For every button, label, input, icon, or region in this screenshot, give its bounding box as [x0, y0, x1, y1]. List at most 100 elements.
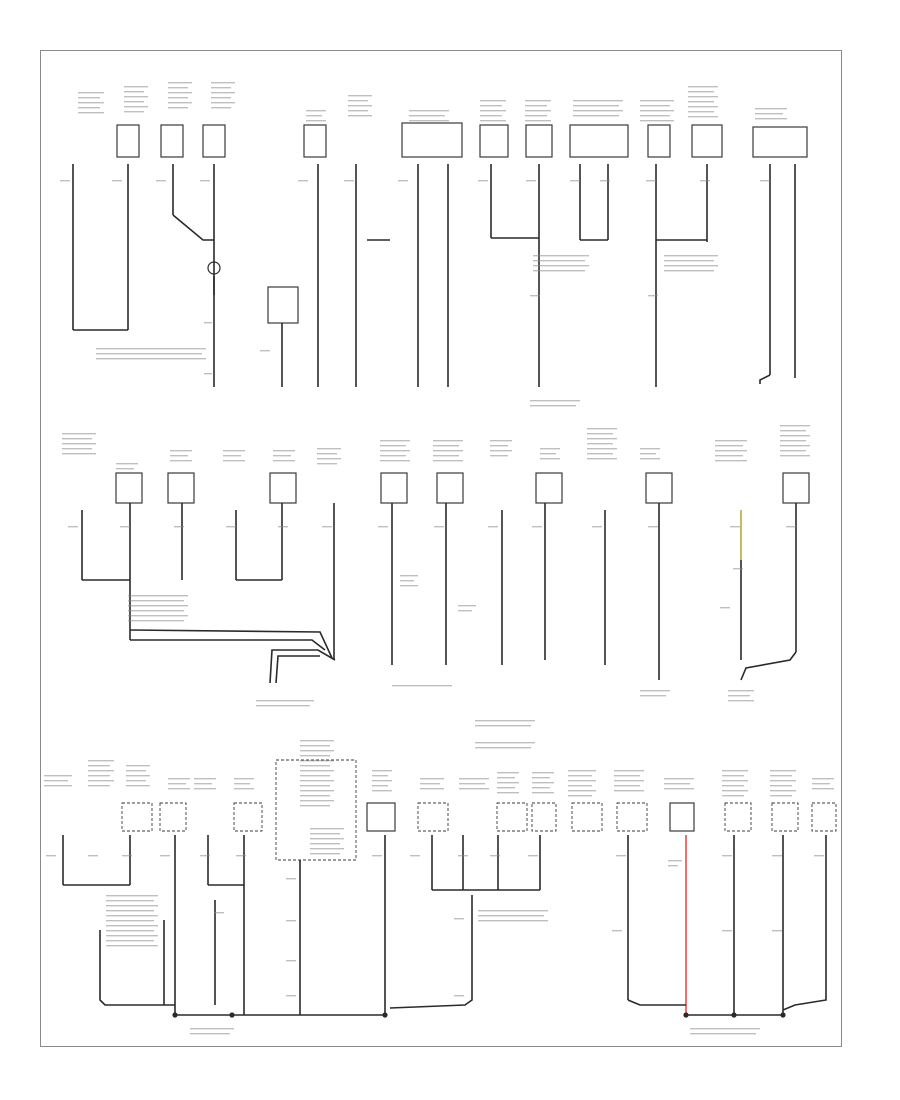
component-label	[78, 107, 100, 109]
component-label	[587, 448, 617, 450]
component-label	[317, 448, 341, 450]
component-label	[497, 792, 519, 794]
component-label	[310, 838, 344, 840]
component-label	[525, 120, 551, 122]
component-connector	[303, 124, 327, 158]
component-label	[525, 115, 547, 117]
ground-label	[256, 700, 314, 702]
splice-note	[458, 605, 476, 607]
component-connector	[380, 472, 408, 504]
pin-label	[156, 180, 166, 182]
ground-label	[728, 690, 754, 692]
pin-label	[760, 180, 770, 182]
component-label	[640, 120, 674, 122]
component-label	[372, 770, 392, 772]
component-label	[62, 438, 92, 440]
component-label	[568, 785, 592, 787]
legend-note	[475, 747, 531, 749]
component-label	[525, 110, 551, 112]
component-label	[126, 785, 150, 787]
component-label	[770, 790, 796, 792]
wire	[389, 895, 473, 1009]
component-label	[459, 788, 489, 790]
component-label	[124, 111, 144, 113]
pin-label	[378, 526, 388, 528]
component-label	[372, 785, 388, 787]
component-housing	[616, 802, 648, 832]
component-label	[480, 110, 506, 112]
component-label	[88, 785, 110, 787]
component-label	[614, 780, 644, 782]
component-label	[755, 118, 787, 120]
component-label	[525, 100, 551, 102]
component-label	[409, 115, 445, 117]
component-label	[420, 788, 444, 790]
component-label	[433, 445, 459, 447]
component-label	[306, 120, 326, 122]
wire	[759, 374, 771, 384]
component-label	[300, 770, 334, 772]
component-label	[194, 778, 216, 780]
component-housing	[571, 802, 603, 832]
component-label	[317, 458, 341, 460]
component-label	[88, 765, 110, 767]
component-label	[372, 790, 392, 792]
splice-note	[106, 910, 154, 912]
component-label	[348, 110, 368, 112]
component-connector	[525, 124, 553, 158]
component-label	[459, 778, 489, 780]
component-label	[722, 780, 748, 782]
component-label	[722, 795, 744, 797]
component-label	[310, 853, 340, 855]
component-label	[170, 455, 188, 457]
component-label	[722, 790, 748, 792]
component-label	[234, 788, 254, 790]
component-label	[116, 463, 138, 465]
component-label	[568, 775, 592, 777]
component-label	[380, 460, 410, 462]
component-label	[124, 106, 148, 108]
component-label	[317, 463, 337, 465]
component-label	[223, 450, 245, 452]
component-label	[78, 92, 104, 94]
component-label	[300, 805, 330, 807]
component-label	[300, 765, 330, 767]
pin-label	[616, 855, 626, 857]
splice-note	[106, 925, 158, 927]
component-label	[306, 115, 322, 117]
component-label	[780, 440, 806, 442]
wire	[740, 651, 797, 681]
component-label	[420, 778, 444, 780]
component-label	[770, 785, 792, 787]
component-label	[300, 745, 330, 747]
component-label	[168, 778, 190, 780]
component-connector	[782, 472, 810, 504]
component-label	[587, 433, 613, 435]
component-label	[532, 772, 554, 774]
component-label	[568, 770, 596, 772]
splice-note	[533, 270, 585, 272]
ground-label	[530, 405, 576, 407]
pin-label	[772, 930, 782, 932]
pin-label	[286, 878, 296, 880]
pin-label	[214, 912, 224, 914]
component-housing	[496, 802, 528, 832]
component-label	[348, 95, 372, 97]
component-label	[497, 772, 519, 774]
component-label	[211, 82, 235, 84]
component-label	[380, 455, 406, 457]
component-label	[770, 795, 792, 797]
splice-note	[478, 915, 544, 917]
component-label	[780, 425, 810, 427]
component-label	[300, 750, 334, 752]
pin-label	[410, 855, 420, 857]
component-label	[587, 458, 617, 460]
component-connector	[535, 472, 563, 504]
component-label	[317, 453, 337, 455]
pin-label	[122, 855, 132, 857]
component-label	[722, 770, 748, 772]
pin-label	[120, 526, 130, 528]
pin-label	[648, 295, 658, 297]
fuse-symbol	[207, 261, 221, 275]
component-label	[812, 783, 830, 785]
